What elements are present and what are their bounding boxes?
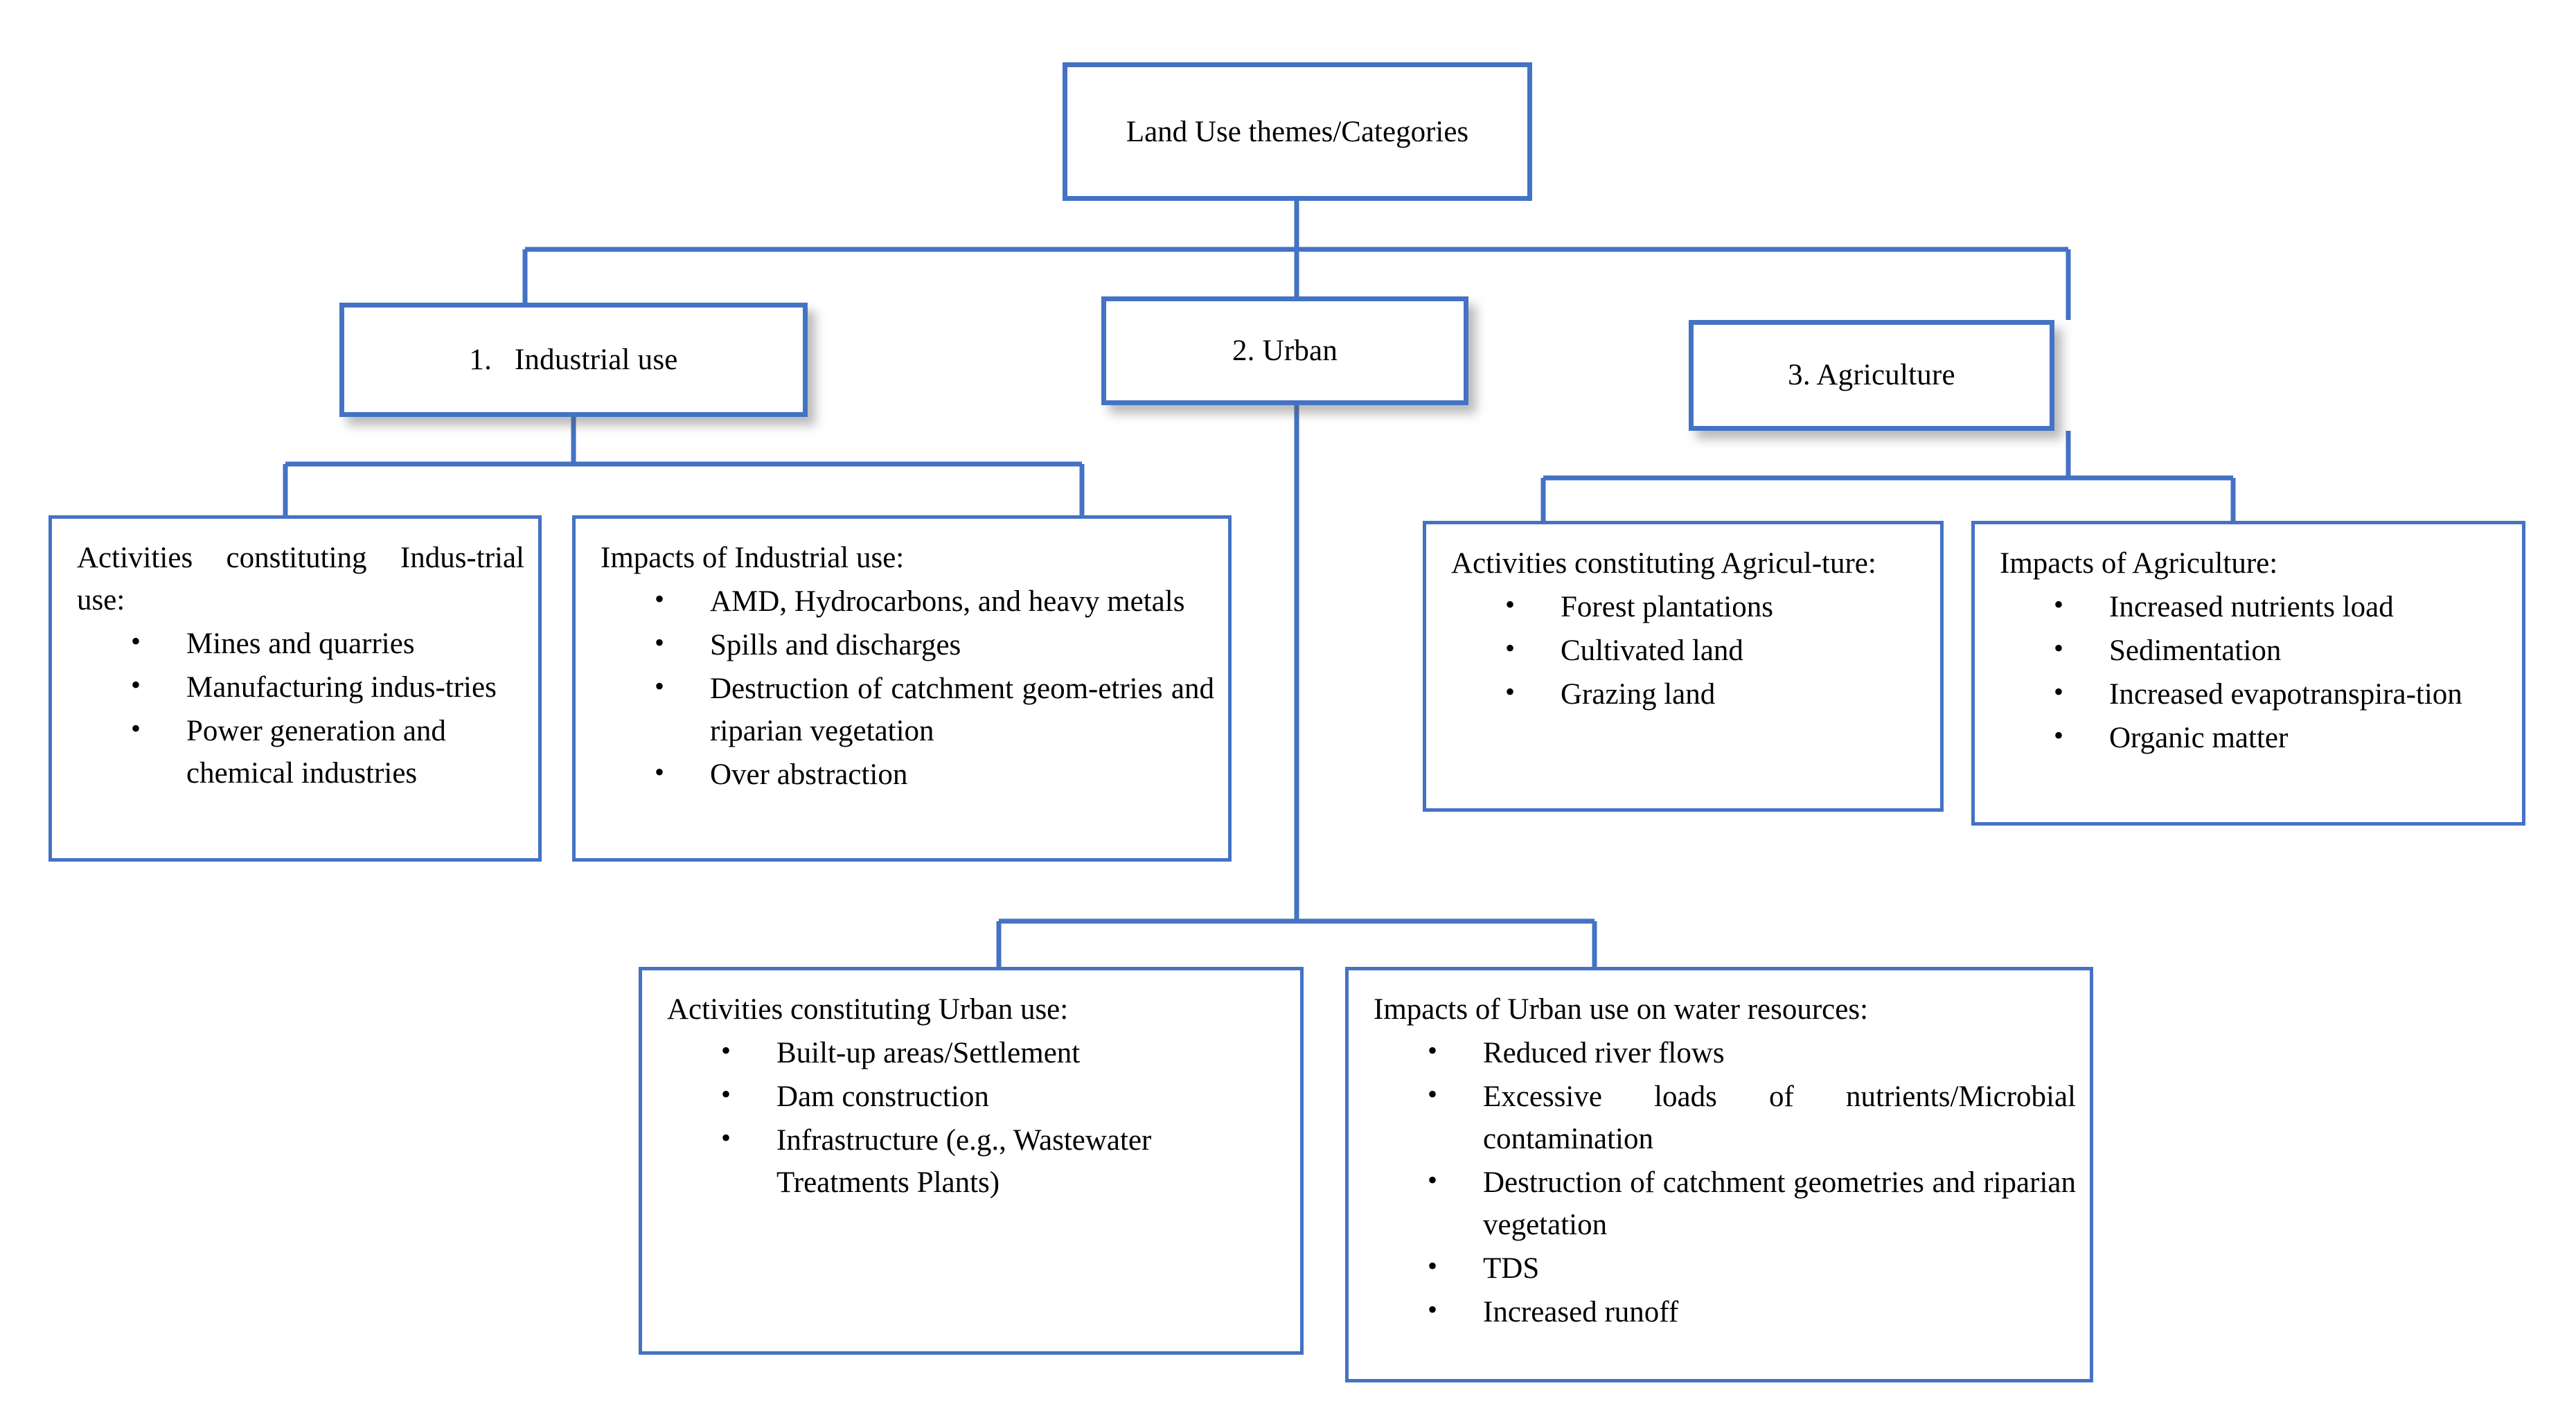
list-item: Manufacturing indus-tries	[77, 666, 524, 709]
node-industrial-impacts-title: Impacts of Industrial use:	[601, 542, 905, 574]
list-item: Excessive loads of nutrients/Microbial c…	[1374, 1075, 2076, 1160]
list-item: Dam construction	[667, 1075, 1286, 1118]
node-industrial-activities-title: Activities constituting Indus-trial use:	[77, 542, 524, 617]
list-item: Destruction of catchment geom-etries and…	[601, 667, 1214, 752]
node-agriculture-activities-title: Activities constituting Agricul-ture:	[1451, 547, 1876, 580]
node-agriculture-activities[interactable]: Activities constituting Agricul-ture: Fo…	[1423, 521, 1944, 812]
node-urban-activities-list: Built-up areas/Settlement Dam constructi…	[667, 1031, 1286, 1204]
list-item: Infrastructure (e.g., Wastewater Treatme…	[667, 1119, 1286, 1204]
list-item: Power generation and chemical industries	[77, 709, 524, 794]
node-root[interactable]: Land Use themes/Categories	[1063, 62, 1532, 201]
list-item: Cultivated land	[1451, 629, 1926, 672]
node-category-agriculture-label: 3. Agriculture	[1788, 359, 1955, 392]
list-item: Organic matter	[2000, 716, 2508, 759]
node-root-label: Land Use themes/Categories	[1126, 115, 1469, 148]
node-agriculture-impacts-list: Increased nutrients load Sedimentation I…	[2000, 585, 2508, 759]
node-urban-activities[interactable]: Activities constituting Urban use: Built…	[639, 967, 1304, 1355]
node-category-industrial-label: 1. Industrial use	[469, 343, 678, 376]
list-item: Spills and discharges	[601, 623, 1214, 666]
node-industrial-activities[interactable]: Activities constituting Indus-trial use:…	[48, 515, 542, 862]
list-item: Mines and quarries	[77, 622, 524, 665]
list-item: Built-up areas/Settlement	[667, 1031, 1286, 1074]
list-item: Increased nutrients load	[2000, 585, 2508, 628]
list-item: Grazing land	[1451, 673, 1926, 715]
node-urban-impacts-list: Reduced river flows Excessive loads of n…	[1374, 1031, 2076, 1333]
list-item: Increased evapotranspira-tion	[2000, 673, 2508, 715]
list-item: AMD, Hydrocarbons, and heavy metals	[601, 580, 1214, 623]
list-item: Reduced river flows	[1374, 1031, 2076, 1074]
node-urban-impacts[interactable]: Impacts of Urban use on water resources:…	[1345, 967, 2093, 1382]
node-industrial-activities-list: Mines and quarries Manufacturing indus-t…	[77, 622, 524, 794]
list-item: Sedimentation	[2000, 629, 2508, 672]
list-item: TDS	[1374, 1247, 2076, 1290]
node-urban-activities-title: Activities constituting Urban use:	[667, 993, 1069, 1026]
list-item: Forest plantations	[1451, 585, 1926, 628]
node-category-agriculture[interactable]: 3. Agriculture	[1689, 320, 2054, 431]
list-item: Destruction of catchment geometries and …	[1374, 1161, 2076, 1246]
node-agriculture-activities-list: Forest plantations Cultivated land Grazi…	[1451, 585, 1926, 715]
node-category-industrial[interactable]: 1. Industrial use	[339, 303, 808, 417]
node-agriculture-impacts[interactable]: Impacts of Agriculture: Increased nutrie…	[1971, 521, 2525, 826]
node-industrial-impacts-list: AMD, Hydrocarbons, and heavy metals Spil…	[601, 580, 1214, 796]
node-category-urban[interactable]: 2. Urban	[1101, 296, 1468, 405]
node-agriculture-impacts-title: Impacts of Agriculture:	[2000, 547, 2278, 580]
list-item: Over abstraction	[601, 753, 1214, 796]
list-item: Increased runoff	[1374, 1290, 2076, 1333]
node-category-urban-label: 2. Urban	[1232, 334, 1338, 367]
node-urban-impacts-title: Impacts of Urban use on water resources:	[1374, 993, 1869, 1026]
node-industrial-impacts[interactable]: Impacts of Industrial use: AMD, Hydrocar…	[572, 515, 1232, 862]
